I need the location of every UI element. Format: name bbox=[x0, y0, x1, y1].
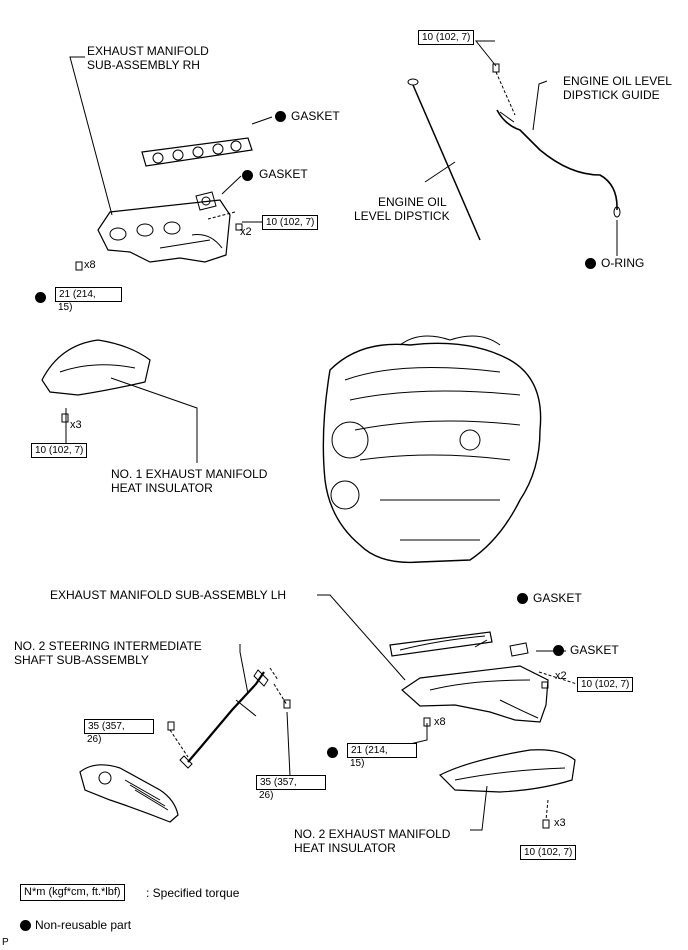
label-exhaust-manifold-rh-line2: SUB-ASSEMBLY RH bbox=[87, 58, 200, 72]
label-heat-insulator-1-line2: HEAT INSULATOR bbox=[111, 481, 213, 495]
label-dipstick-line1: ENGINE OIL bbox=[378, 195, 447, 209]
non-reusable-dot bbox=[35, 292, 46, 303]
quantity-x8: x8 bbox=[84, 259, 96, 271]
label-heat-insulator-2-line2: HEAT INSULATOR bbox=[294, 841, 396, 855]
label-steering-shaft-line2: SHAFT SUB-ASSEMBLY bbox=[14, 653, 149, 667]
non-reusable-dot bbox=[585, 258, 596, 269]
quantity-x2: x2 bbox=[555, 670, 567, 682]
non-reusable-dot bbox=[242, 170, 253, 181]
quantity-x3: x3 bbox=[70, 419, 82, 431]
torque-spec-21-rh-cont: 15) bbox=[58, 302, 73, 313]
label-gasket-rh-1: GASKET bbox=[291, 109, 340, 123]
torque-spec-21-rh: 21 (214, bbox=[55, 287, 122, 302]
torque-spec-10: 10 (102, 7) bbox=[31, 443, 88, 458]
legend-non-reusable: Non-reusable part bbox=[35, 918, 132, 932]
torque-spec-35-right-cont: 26) bbox=[259, 790, 274, 801]
non-reusable-dot bbox=[517, 593, 528, 604]
label-gasket-lh-1: GASKET bbox=[533, 591, 582, 605]
label-steering-shaft-line1: NO. 2 STEERING INTERMEDIATE bbox=[14, 639, 202, 653]
label-heat-insulator-2-line1: NO. 2 EXHAUST MANIFOLD bbox=[294, 827, 451, 841]
torque-spec-21-lh: 21 (214, bbox=[347, 743, 417, 758]
torque-spec-21-lh-cont: 15) bbox=[350, 758, 365, 769]
torque-spec-10: 10 (102, 7) bbox=[577, 677, 634, 692]
corner-mark: P bbox=[2, 937, 9, 948]
torque-spec-35-left-cont: 26) bbox=[87, 734, 102, 745]
legend-non-reusable-dot bbox=[20, 920, 31, 931]
quantity-x8: x8 bbox=[434, 716, 446, 728]
torque-spec-35-right: 35 (357, bbox=[256, 775, 326, 790]
label-exhaust-manifold-rh-line1: EXHAUST MANIFOLD bbox=[87, 44, 209, 58]
torque-spec-10: 10 (102, 7) bbox=[418, 30, 475, 45]
non-reusable-dot bbox=[327, 747, 338, 758]
label-dipstick-guide-line2: DIPSTICK GUIDE bbox=[563, 88, 660, 102]
label-dipstick-line2: LEVEL DIPSTICK bbox=[354, 209, 450, 223]
torque-spec-35-left: 35 (357, bbox=[84, 719, 154, 734]
label-dipstick-guide-line1: ENGINE OIL LEVEL bbox=[563, 74, 672, 88]
torque-spec-10: 10 (102, 7) bbox=[262, 215, 319, 230]
non-reusable-dot bbox=[553, 645, 564, 656]
label-exhaust-manifold-lh: EXHAUST MANIFOLD SUB-ASSEMBLY LH bbox=[50, 588, 287, 602]
label-gasket-lh-2: GASKET bbox=[570, 643, 619, 657]
label-o-ring: O-RING bbox=[601, 256, 645, 270]
legend-torque-unit: N*m (kgf*cm, ft.*lbf) bbox=[20, 884, 125, 901]
legend-specified-torque: : Specified torque bbox=[146, 886, 240, 900]
non-reusable-dot bbox=[275, 111, 286, 122]
torque-spec-10: 10 (102, 7) bbox=[520, 845, 577, 860]
quantity-x3: x3 bbox=[554, 817, 566, 829]
label-gasket-rh-2: GASKET bbox=[259, 167, 308, 181]
label-heat-insulator-1-line1: NO. 1 EXHAUST MANIFOLD bbox=[111, 467, 268, 481]
quantity-x2: x2 bbox=[240, 226, 252, 238]
